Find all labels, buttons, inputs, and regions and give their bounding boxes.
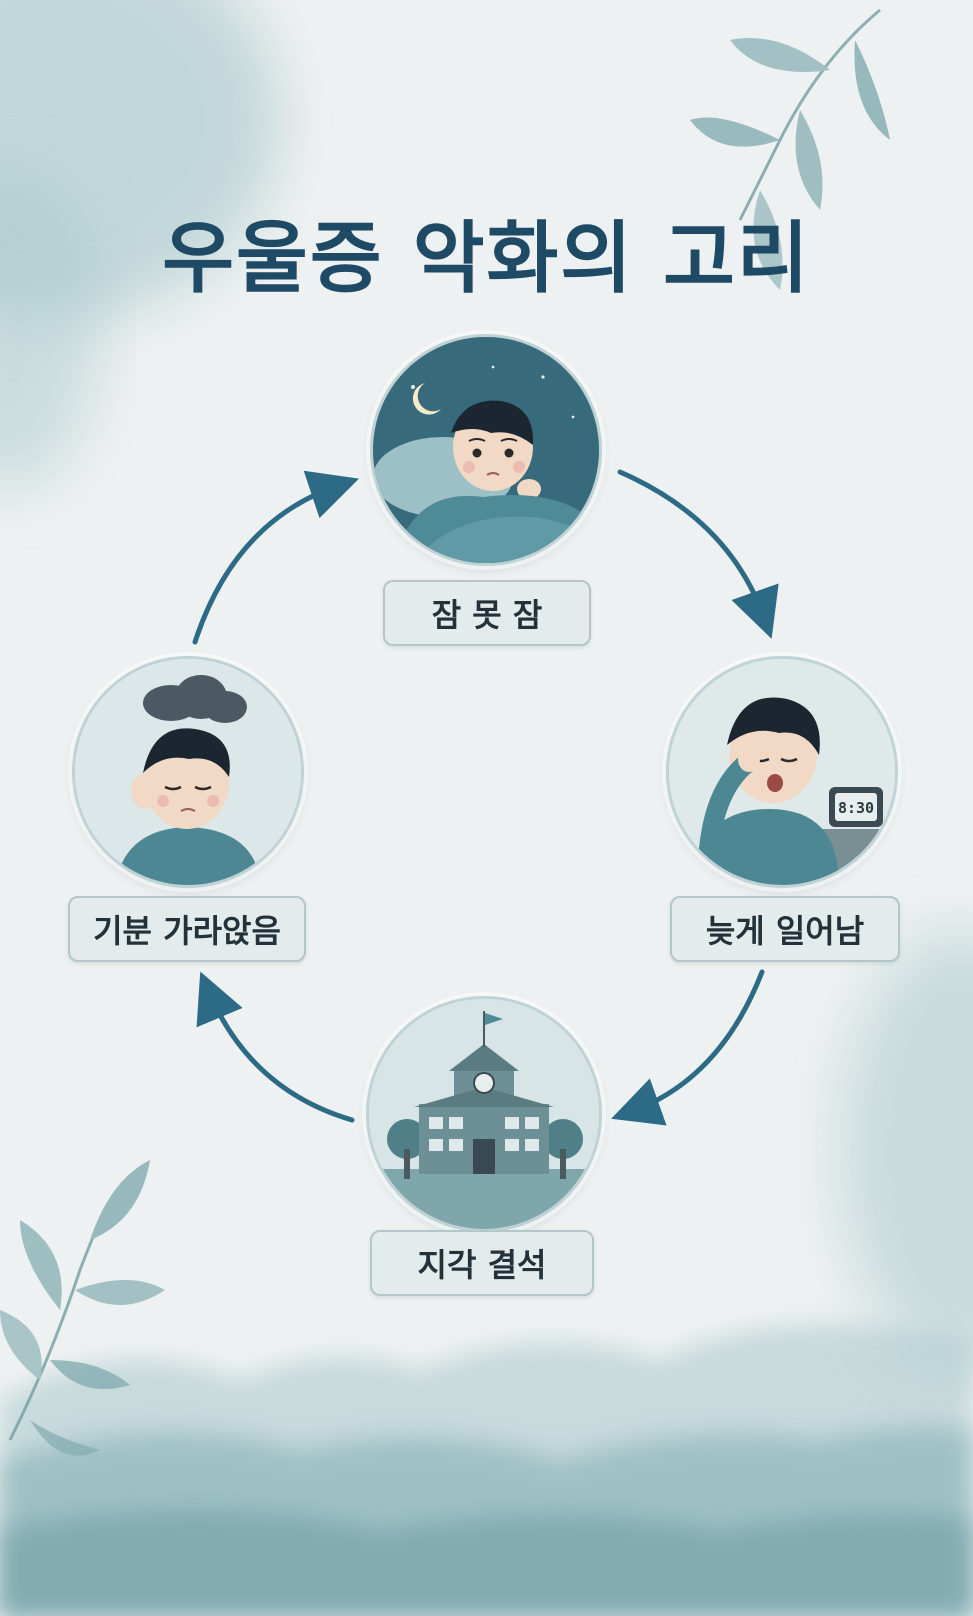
- school-building-icon: [369, 999, 599, 1229]
- sleepless-illustration: [370, 334, 602, 566]
- step-label-mood-down: 기분 가라앉음: [68, 896, 306, 962]
- sleepless-boy-icon: [373, 337, 599, 563]
- step-label-sleepless: 잠 못 잠: [383, 580, 591, 646]
- step-label-waking-late: 늦게 일어남: [670, 896, 900, 962]
- clock-time-text: 8:30: [838, 799, 874, 817]
- school-illustration: [366, 996, 602, 1232]
- rain-cloud-icon: [143, 675, 247, 723]
- leaves-top-right-icon: [690, 8, 890, 290]
- mood-down-illustration: [72, 656, 304, 888]
- waking-late-illustration: 8:30: [666, 656, 898, 888]
- leaves-bottom-left-icon: [0, 1160, 165, 1456]
- page-title: 우울증 악화의 고리: [162, 214, 811, 304]
- depressed-boy-icon: [75, 659, 301, 885]
- step-label-absence: 지각 결석: [370, 1230, 594, 1296]
- waking-late-boy-icon: 8:30: [669, 659, 895, 885]
